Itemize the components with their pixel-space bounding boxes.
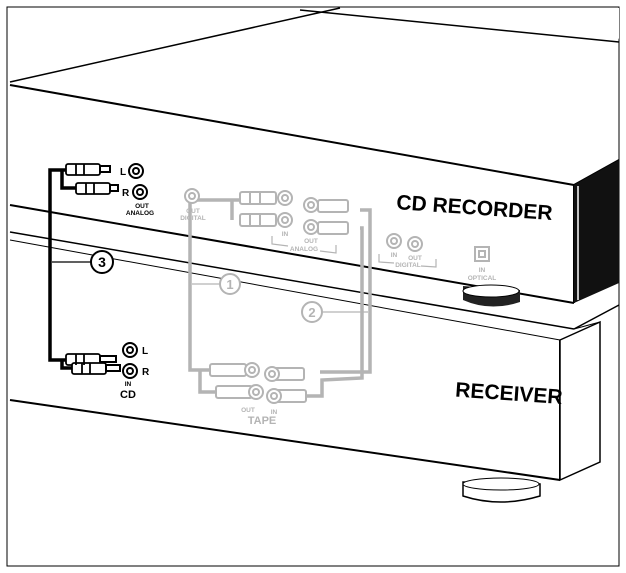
callout-3-number: 3 [98,254,106,270]
digital-out-label: OUT [408,255,422,262]
receiver-bottom-edge [9,399,561,481]
recorder-top-front-edge [9,84,575,186]
recorder-analog-plugs [239,191,349,235]
diagram-frame [6,6,620,567]
callout-2-number: 2 [308,305,315,320]
tape-label: TAPE [248,415,277,427]
recorder-jack-l-label: L [120,167,126,178]
cable-2 [320,208,372,374]
optical-in-label: IN [479,267,486,274]
analog-out-label: OUT [304,238,318,245]
receiver-black-labels: L R IN CD [120,346,150,401]
out-digital-label-2: DIGITAL [180,215,206,222]
tape-out-label: OUT [241,407,255,414]
callout-1: 1 [192,273,241,295]
cd-recorder-unit [9,7,620,307]
receiver-tape-labels: OUT IN TAPE [241,407,277,427]
digital-group-label: DIGITAL [395,262,421,269]
cable-2-lower [300,226,364,398]
callout-2: 2 [301,301,368,323]
digital-in-label: IN [391,252,398,259]
optical-label: OPTICAL [468,275,497,282]
cable-3-wire [48,168,80,370]
recorder-analog-out-plugs [65,163,111,195]
recorder-top-back-right [299,9,620,43]
receiver-jack-l-label: L [142,346,148,357]
recorder-side-shadow [574,160,619,303]
tape-in-label: IN [271,409,278,416]
cd-recorder-label: CD RECORDER [396,191,554,225]
receiver-side-top [573,321,601,330]
callout-1-number: 1 [226,277,233,292]
recorder-gray-jacks [184,188,490,262]
cable-3: 3 [48,163,114,375]
receiver-foot-top [462,477,540,491]
receiver-top-edge [9,231,575,330]
cd-label: CD [120,389,136,401]
out-digital-label-1: OUT [186,208,200,215]
recorder-black-labels: L R OUT ANALOG [120,167,154,217]
receiver-jack-r-label: R [142,367,150,378]
recorder-gray-labels: OUT DIGITAL IN OUT ANALOG IN OUT DIGITAL… [180,208,496,282]
recorder-top-back-edge [9,7,341,83]
out-analog-label-1: OUT [135,203,149,210]
receiver-label: RECEIVER [455,379,564,409]
recorder-top [10,8,619,185]
recorder-foot-top [462,284,520,298]
analog-group-label: ANALOG [290,246,318,253]
analog-in-label: IN [282,231,289,238]
recorder-jack-r-label: R [122,188,130,199]
receiver-tape-plugs [209,362,307,404]
recorder-group-brackets [271,236,437,268]
out-analog-label-2: ANALOG [126,210,154,217]
receiver-side [559,320,601,482]
recorder-analog-out-jacks [99,163,148,200]
receiver-top-right [573,304,620,330]
tape-loop-cables [188,198,372,398]
cd-in-label: IN [125,381,132,388]
cable-1-lower [198,370,216,394]
receiver-cd-in-jacks [99,342,138,379]
